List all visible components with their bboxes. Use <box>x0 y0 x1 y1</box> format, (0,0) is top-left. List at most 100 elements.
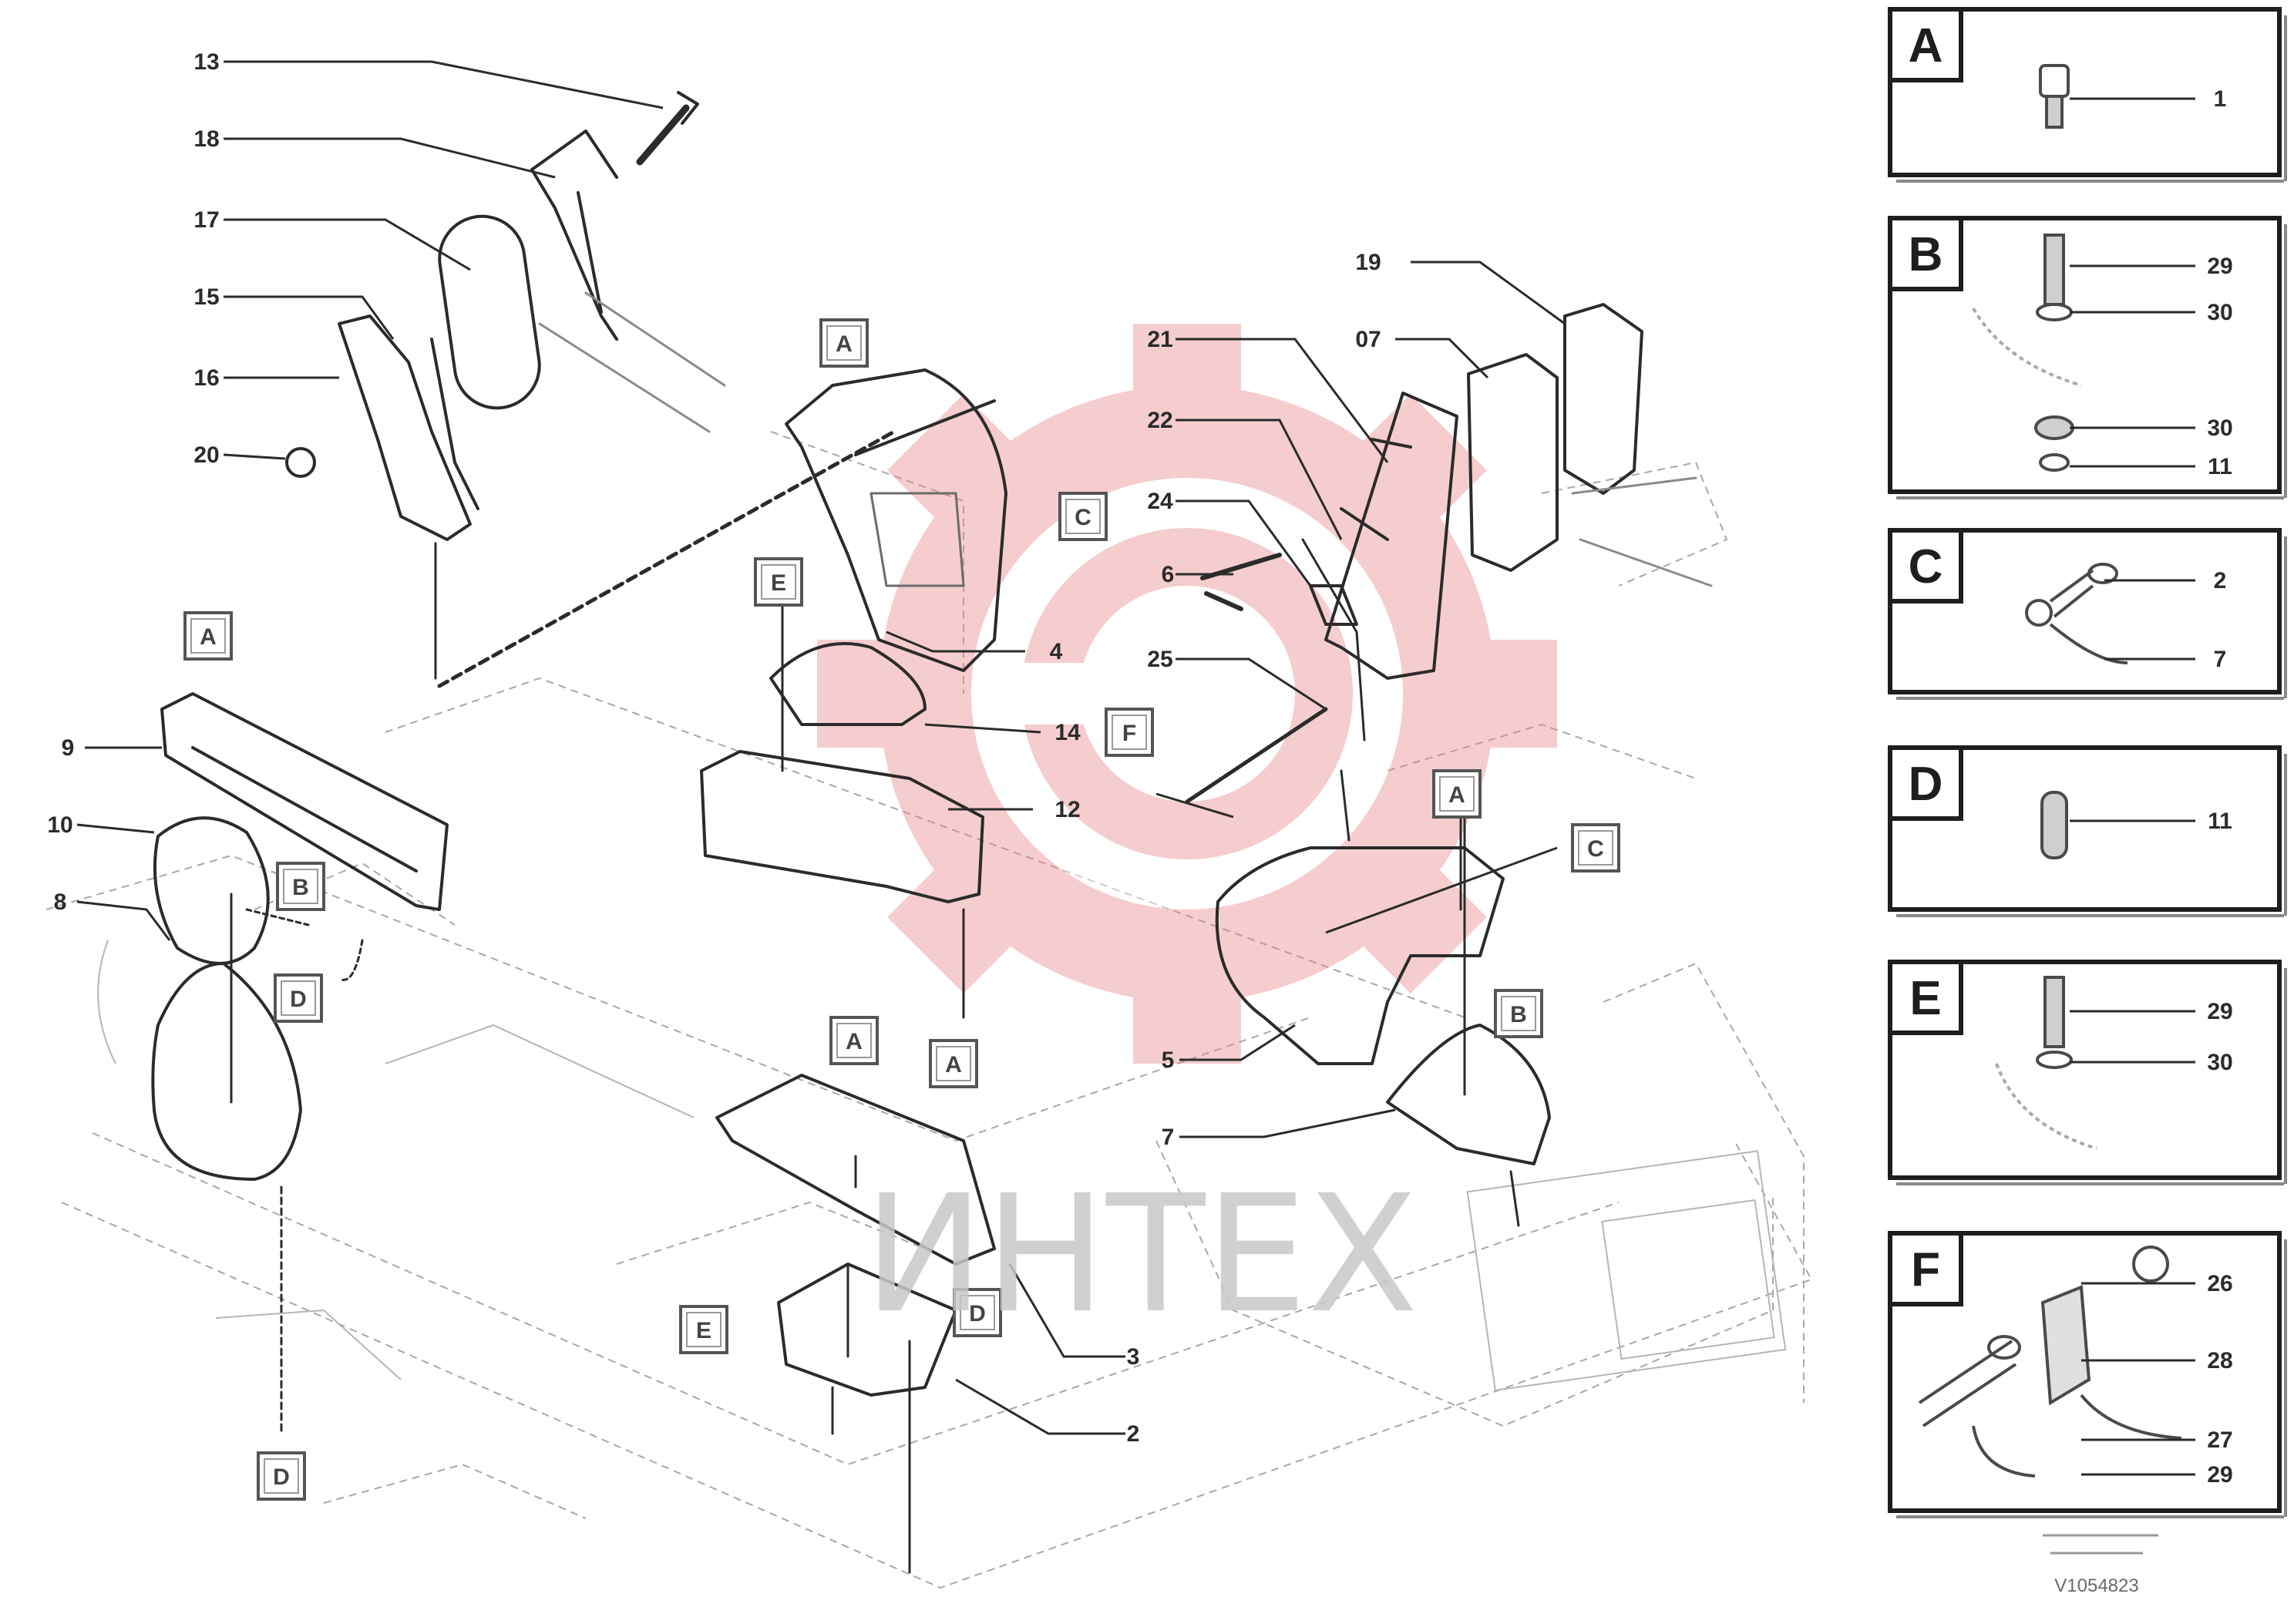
arm-bracket-upper <box>530 129 618 341</box>
detail-panel-d: D 11 <box>1888 745 2287 917</box>
letter-tag-label: C <box>1075 505 1092 530</box>
detail-panel-letter: D <box>1909 758 1943 811</box>
callout-21: 21 <box>1147 327 1172 352</box>
part-outlines <box>151 91 1713 1574</box>
letter-tag-label: A <box>836 331 853 357</box>
letter-tag-label: C <box>1587 836 1604 862</box>
letter-tag-a: A <box>929 1039 978 1088</box>
detail-callout-30: 30 <box>2207 415 2232 441</box>
callout-15: 15 <box>193 284 219 310</box>
letter-tag-a: A <box>1432 769 1482 819</box>
letter-tag-b: B <box>1494 989 1543 1038</box>
letter-tag-e: E <box>679 1305 728 1354</box>
drawing-code: V1054823 <box>2054 1575 2138 1596</box>
callout-24: 24 <box>1147 489 1173 514</box>
letter-tag-a: A <box>819 318 869 368</box>
callout-9: 9 <box>62 735 75 761</box>
detail-part-sketch <box>2025 563 2128 664</box>
callout-13: 13 <box>193 49 219 75</box>
detail-panel-letter: E <box>1909 972 1941 1025</box>
letter-tag-d: D <box>257 1451 306 1501</box>
detail-panel-letter: A <box>1909 19 1943 72</box>
letter-tag-b: B <box>276 862 325 911</box>
detail-panel-a: A1 <box>1888 7 2287 183</box>
letter-tag-label: B <box>292 875 309 900</box>
detail-callout-11: 11 <box>2208 809 2232 834</box>
detail-callout-29: 29 <box>2207 254 2232 279</box>
callout-17: 17 <box>193 207 219 233</box>
detail-callout-27: 27 <box>2207 1427 2232 1453</box>
plate-7 <box>1386 1024 1551 1165</box>
letter-tag-label: A <box>1448 782 1465 808</box>
plate-12 <box>700 750 984 903</box>
detail-part-sketch <box>2040 791 2068 859</box>
bracket-3 <box>715 1074 996 1266</box>
plate-5 <box>1215 846 1505 1065</box>
lever-15 <box>338 314 472 541</box>
letter-tag-c: C <box>1058 492 1108 541</box>
callout-10: 10 <box>47 812 72 838</box>
washer-20 <box>285 447 316 478</box>
letter-tag-label: D <box>969 1301 986 1326</box>
callout-7: 7 <box>1162 1125 1175 1150</box>
bracket-19 <box>1563 303 1643 495</box>
callout-20: 20 <box>193 442 219 468</box>
callout-6: 6 <box>1162 562 1175 587</box>
letter-tag-d: D <box>953 1288 1002 1337</box>
letter-tag-label: B <box>1510 1002 1527 1027</box>
link-plate-17 <box>438 214 541 410</box>
bracket-4 <box>785 368 1007 672</box>
letter-tag-d: D <box>274 973 323 1023</box>
detail-part-sketch <box>1995 976 2097 1150</box>
background-frame-linework <box>45 431 1813 1589</box>
letter-tag-label: D <box>290 987 307 1012</box>
detail-callout-26: 26 <box>2207 1271 2232 1296</box>
bracket-9 <box>160 692 449 911</box>
letter-tag-label: D <box>273 1464 290 1490</box>
letter-tag-label: A <box>945 1052 962 1078</box>
letter-tag-label: E <box>696 1318 711 1343</box>
letter-tag-a: A <box>183 611 233 661</box>
detail-callout-30: 30 <box>2207 300 2232 325</box>
callout-4: 4 <box>1050 639 1063 664</box>
letter-tag-label: A <box>846 1029 863 1054</box>
detail-part-sketch <box>1972 234 2082 472</box>
background-housing-linework <box>97 940 1787 1391</box>
footer: V1054823 <box>2043 1534 2158 1596</box>
letter-tags: A A E C B A F A C B D A E D D <box>183 318 1620 1501</box>
plate-10 <box>153 816 270 965</box>
plate-14 <box>769 642 927 726</box>
callout-22: 22 <box>1147 408 1172 433</box>
detail-callout-28: 28 <box>2207 1348 2232 1374</box>
letter-tag-f: F <box>1105 708 1154 757</box>
letter-tag-label: E <box>771 570 786 596</box>
callout-5: 5 <box>1162 1047 1175 1073</box>
callout-8: 8 <box>54 889 67 915</box>
pin-25 <box>1185 707 1328 804</box>
letter-tag-e: E <box>754 557 803 607</box>
bracket-21 <box>1324 392 1458 680</box>
watermark-gear-logo <box>817 324 1557 1064</box>
callout-18: 18 <box>193 126 219 152</box>
callout-2: 2 <box>1127 1421 1140 1447</box>
callout-16: 16 <box>193 365 219 391</box>
pin-13 <box>636 104 690 166</box>
callout-25: 25 <box>1147 647 1172 672</box>
detail-callout-2: 2 <box>2214 568 2227 593</box>
plate-07 <box>1467 353 1559 572</box>
callout-19: 19 <box>1355 250 1381 275</box>
detail-panel-letter: F <box>1911 1243 1940 1296</box>
callout-3: 3 <box>1127 1344 1140 1370</box>
detail-callout-7: 7 <box>2214 647 2227 672</box>
detail-part-sketch <box>1918 1246 2182 1478</box>
detail-panel-letter: C <box>1909 540 1943 593</box>
detail-callout-11: 11 <box>2208 454 2232 479</box>
callout-leader-lines <box>76 60 1566 1435</box>
